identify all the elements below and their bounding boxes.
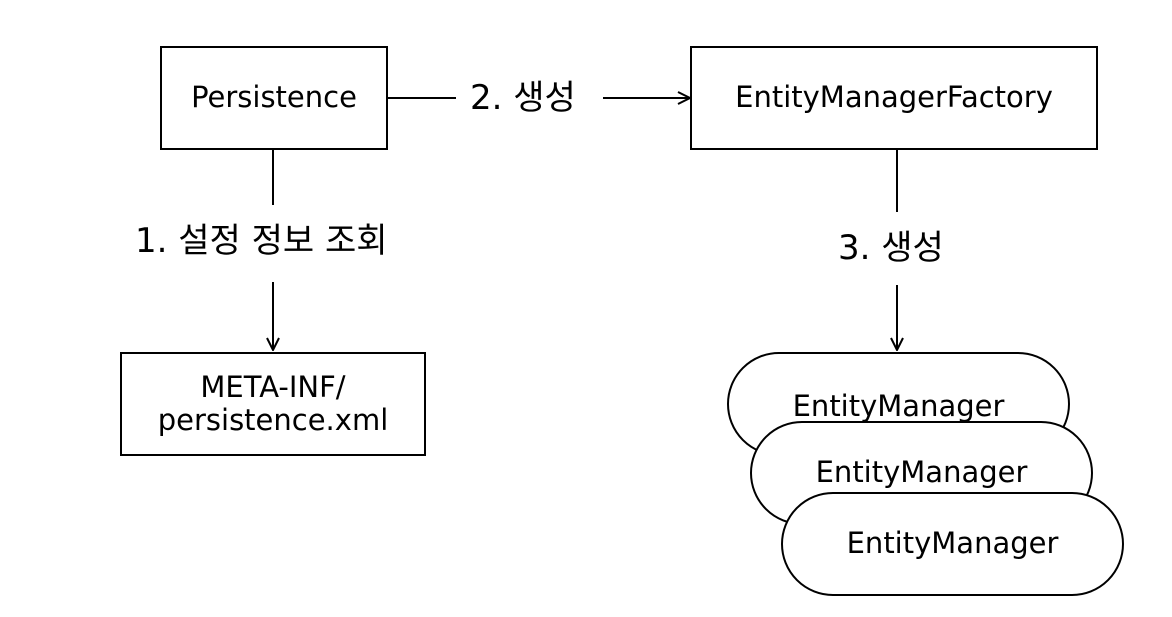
meta-inf-line2: persistence.xml [157,403,389,437]
entity-manager-label-2: EntityManager [815,455,1028,489]
step2-label: 2. 생성 [470,78,576,118]
meta-inf-line1: META-INF/ [200,369,346,404]
entity-manager-label-1: EntityManager [792,389,1005,423]
step1-label: 1. 설정 정보 조회 [135,221,388,261]
entity-manager-factory-node: EntityManagerFactory [690,46,1098,150]
entity-manager-node-3: EntityManager [781,492,1124,596]
meta-inf-node: META-INF/ persistence.xml [120,352,426,456]
persistence-node: Persistence [160,46,388,150]
entity-manager-label-3: EntityManager [846,526,1059,561]
persistence-label: Persistence [191,80,357,115]
entity-manager-factory-label: EntityManagerFactory [735,80,1053,115]
step3-label: 3. 생성 [838,228,944,268]
